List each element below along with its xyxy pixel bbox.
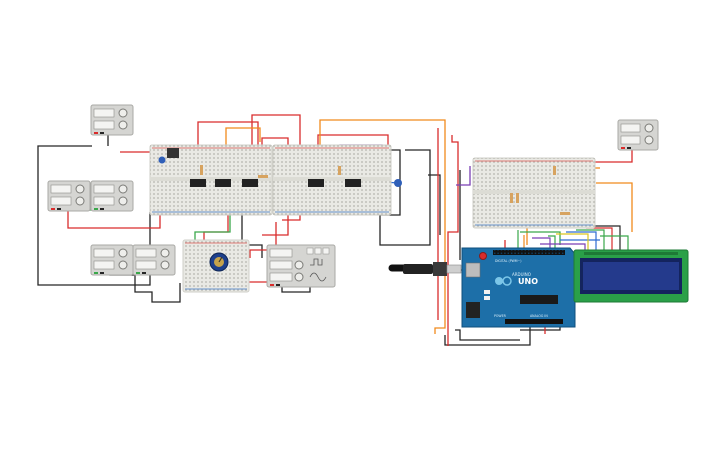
ic-chips[interactable] bbox=[167, 148, 361, 187]
analog-header bbox=[505, 319, 563, 324]
resistor bbox=[516, 193, 519, 203]
power-label: POWER bbox=[494, 314, 507, 318]
function-generator-icon[interactable] bbox=[266, 244, 336, 288]
lcd-bus-wires bbox=[517, 225, 629, 258]
breadboard-center[interactable] bbox=[272, 144, 392, 216]
resistor bbox=[553, 166, 556, 175]
ic-chip-5 bbox=[345, 179, 361, 187]
ic-chip-1 bbox=[190, 179, 206, 187]
ic-chip-2 bbox=[215, 179, 231, 187]
reset-button[interactable] bbox=[479, 252, 487, 260]
atmega-chip bbox=[520, 295, 558, 304]
usb-port bbox=[465, 262, 481, 278]
arduino-uno-label: UNO bbox=[518, 277, 538, 286]
potentiometer-icon[interactable] bbox=[209, 252, 229, 272]
digital-label: DIGITAL (PWM~) bbox=[495, 259, 521, 263]
resistors[interactable] bbox=[200, 165, 570, 215]
arduino-brand-word: ARDUINO bbox=[512, 272, 531, 277]
power-jack bbox=[466, 302, 480, 318]
lcd-screen bbox=[583, 262, 679, 290]
ic-chip-3 bbox=[242, 179, 258, 187]
lcd-display[interactable] bbox=[573, 249, 689, 303]
power-supply-2[interactable] bbox=[47, 180, 91, 212]
transistor bbox=[167, 148, 179, 158]
led-blue[interactable] bbox=[394, 179, 402, 187]
arduino-uno-board[interactable]: ARDUINO UNO DIGITAL (PWM~) POWER ANALOG … bbox=[461, 247, 576, 328]
resistor bbox=[200, 165, 203, 175]
power-supply-1[interactable] bbox=[90, 104, 134, 136]
capacitor-blue[interactable] bbox=[158, 156, 166, 164]
resistor bbox=[560, 212, 570, 215]
power-supply-6[interactable] bbox=[617, 119, 659, 151]
breadboard-right[interactable] bbox=[472, 157, 596, 229]
usb-cable-icon bbox=[388, 262, 462, 276]
power-supply-3[interactable] bbox=[90, 180, 134, 212]
power-supply-4[interactable] bbox=[90, 244, 134, 276]
ic-chip-4 bbox=[308, 179, 324, 187]
power-supply-5[interactable] bbox=[132, 244, 176, 276]
analog-label: ANALOG IN bbox=[530, 314, 548, 318]
resistor bbox=[258, 175, 268, 178]
resistor bbox=[510, 193, 513, 203]
resistor bbox=[338, 166, 341, 175]
arduino-logo-icon bbox=[495, 277, 503, 285]
